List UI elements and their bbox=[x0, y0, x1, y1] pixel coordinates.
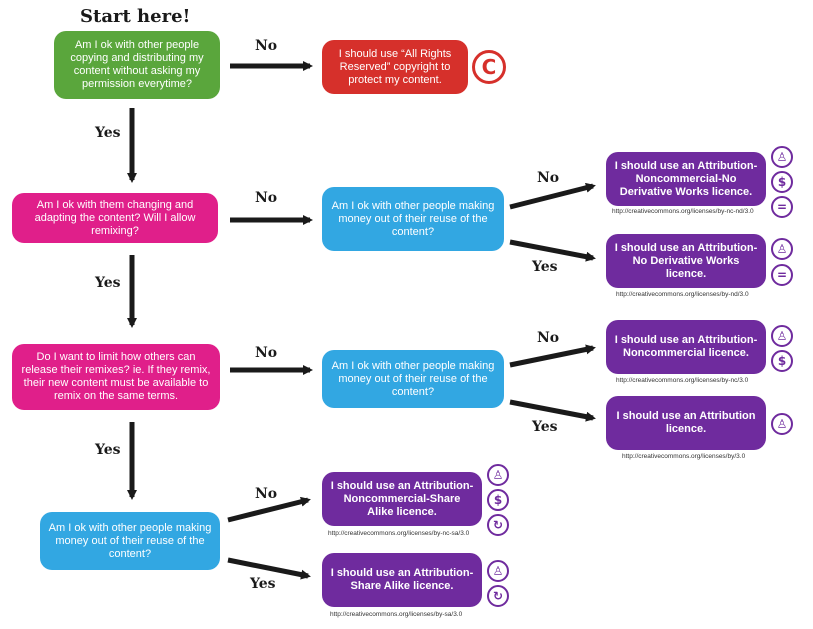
start-title: Start here! bbox=[80, 6, 191, 27]
arrow-money1-no bbox=[509, 182, 596, 210]
noncommercial-icon: $ bbox=[771, 350, 793, 372]
noderivs-icon: = bbox=[771, 264, 793, 286]
question-commercial-1: Am I ok with other people making money o… bbox=[322, 187, 504, 251]
label-yes: Yes bbox=[95, 125, 121, 141]
label-yes: Yes bbox=[532, 259, 558, 275]
copyright-icon: C bbox=[472, 50, 506, 84]
label-yes: Yes bbox=[250, 576, 276, 592]
url-by-sa[interactable]: http://creativecommons.org/licenses/by-s… bbox=[330, 611, 463, 618]
result-by-nc: I should use an Attribution-Noncommercia… bbox=[606, 320, 766, 374]
question-remixing: Am I ok with them changing and adapting … bbox=[12, 193, 218, 243]
url-by[interactable]: http://creativecommons.org/licenses/by/3… bbox=[622, 453, 746, 460]
arrow-money1-yes bbox=[509, 239, 596, 262]
label-no: No bbox=[255, 345, 278, 361]
attribution-icon: ♙ bbox=[771, 238, 793, 260]
label-no: No bbox=[255, 486, 278, 502]
arrow-money2-no bbox=[509, 344, 596, 368]
question-copying: Am I ok with other people copying and di… bbox=[54, 31, 220, 99]
attribution-icon: ♙ bbox=[771, 325, 793, 347]
label-no: No bbox=[255, 190, 278, 206]
result-by: I should use an Attribution licence. bbox=[606, 396, 766, 450]
url-by-nc-sa[interactable]: http://creativecommons.org/licenses/by-n… bbox=[328, 530, 470, 537]
url-by-nd[interactable]: http://creativecommons.org/licenses/by-n… bbox=[616, 291, 749, 298]
attribution-icon: ♙ bbox=[487, 464, 509, 486]
sharealike-icon: ↻ bbox=[487, 585, 509, 607]
attribution-icon: ♙ bbox=[487, 560, 509, 582]
url-by-nc-nd[interactable]: http://creativecommons.org/licenses/by-n… bbox=[612, 208, 754, 215]
question-commercial-3: Am I ok with other people making money o… bbox=[40, 512, 220, 570]
result-by-nc-nd: I should use an Attribution-Noncommercia… bbox=[606, 152, 766, 206]
arrow-money3-no bbox=[227, 496, 311, 523]
question-commercial-2: Am I ok with other people making money o… bbox=[322, 350, 504, 408]
result-by-nd: I should use an Attribution-No Derivativ… bbox=[606, 234, 766, 288]
result-all-rights-reserved: I should use “All Rights Reserved” copyr… bbox=[322, 40, 468, 94]
result-by-sa: I should use an Attribution-Share Alike … bbox=[322, 553, 482, 607]
label-no: No bbox=[255, 38, 278, 54]
label-yes: Yes bbox=[532, 419, 558, 435]
noncommercial-icon: $ bbox=[771, 171, 793, 193]
arrow-money3-yes bbox=[227, 557, 311, 580]
noncommercial-icon: $ bbox=[487, 489, 509, 511]
label-yes: Yes bbox=[95, 275, 121, 291]
label-no: No bbox=[537, 330, 560, 346]
arrow-money2-yes bbox=[509, 399, 596, 422]
label-yes: Yes bbox=[95, 442, 121, 458]
attribution-icon: ♙ bbox=[771, 146, 793, 168]
result-by-nc-sa: I should use an Attribution-Noncommercia… bbox=[322, 472, 482, 526]
noderivs-icon: = bbox=[771, 196, 793, 218]
attribution-icon: ♙ bbox=[771, 413, 793, 435]
label-no: No bbox=[537, 170, 560, 186]
sharealike-icon: ↻ bbox=[487, 514, 509, 536]
question-sharealike: Do I want to limit how others can releas… bbox=[12, 344, 220, 410]
url-by-nc[interactable]: http://creativecommons.org/licenses/by-n… bbox=[616, 377, 749, 384]
